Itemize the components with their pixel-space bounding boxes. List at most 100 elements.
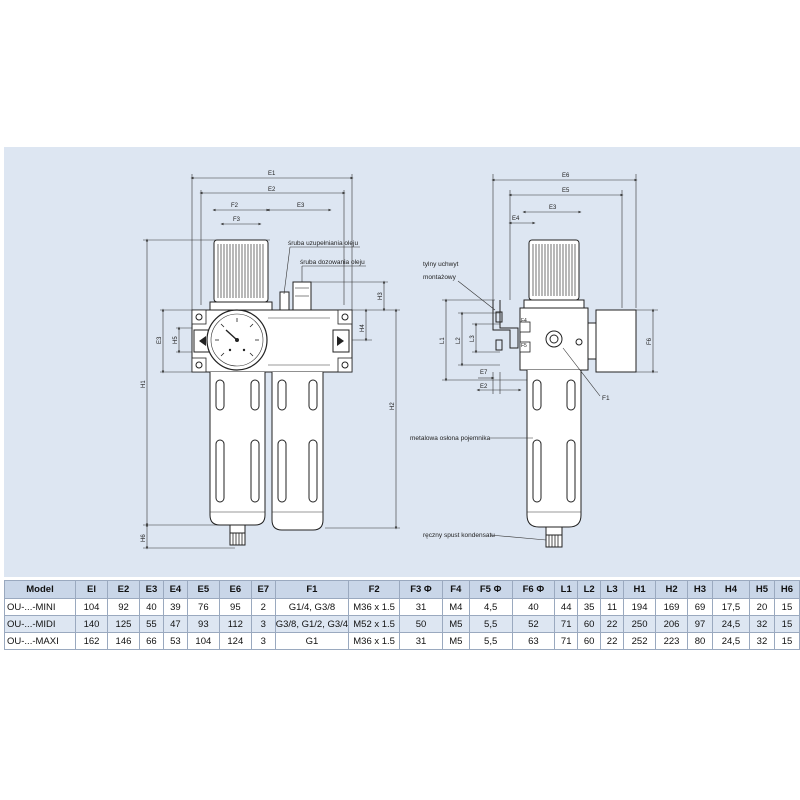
table-cell: 97 — [687, 615, 713, 633]
dim-h3-label: H3 — [378, 292, 384, 300]
table-cell: 55 — [138, 615, 164, 633]
table-cell: 52 — [511, 615, 556, 633]
table-header: F2 — [348, 580, 401, 599]
drawing-panel — [4, 147, 800, 577]
dim-f2-label: F2 — [231, 203, 239, 209]
side-gauge — [595, 309, 637, 373]
filler-screw-label: śruba uzupełniania oleju — [288, 240, 358, 247]
table-cell: G3/8, G1/2, G3/4 — [274, 615, 350, 633]
table-header: F5 Φ — [468, 580, 513, 599]
table-cell: 3 — [250, 632, 276, 650]
table-cell: 15 — [773, 615, 800, 633]
table-cell: 32 — [748, 615, 775, 633]
table-cell: 22 — [600, 615, 625, 633]
table-cell: 4,5 — [468, 598, 513, 616]
table-cell: 53 — [162, 632, 188, 650]
side-view: E6 E5 E3 E4 — [410, 173, 658, 548]
dim-h4-label: H4 — [360, 324, 366, 332]
table-cell: M5 — [441, 632, 470, 650]
table-header: E6 — [218, 580, 252, 599]
table-header: Model — [4, 580, 76, 599]
table-header: F1 — [274, 580, 350, 599]
rear-mount-bracket — [492, 300, 519, 349]
table-header: H6 — [773, 580, 800, 599]
table-header: E7 — [250, 580, 276, 599]
metal-cover-label: metalowa osłona pojemnika — [410, 435, 491, 442]
dim-f6-label: F6 — [647, 337, 653, 345]
table-cell: 71 — [554, 632, 579, 650]
table-cell: 31 — [399, 632, 443, 650]
table-cell: 60 — [577, 632, 602, 650]
table-header: H3 — [687, 580, 713, 599]
table-cell: 50 — [399, 615, 443, 633]
table-cell: 22 — [600, 632, 625, 650]
table-cell: 44 — [554, 598, 579, 616]
table-header: L1 — [554, 580, 579, 599]
table-cell: 5,5 — [468, 615, 513, 633]
dosing-screw-label: śruba dozowania oleju — [300, 259, 365, 266]
table-cell: 3 — [250, 615, 276, 633]
table-header: El — [75, 580, 108, 599]
table-header: E5 — [186, 580, 220, 599]
table-header: F3 Φ — [399, 580, 443, 599]
rear-mount-label-line1: tylny uchwyt — [423, 261, 459, 268]
table-cell: M36 x 1.5 — [348, 598, 401, 616]
table-cell: 169 — [655, 598, 689, 616]
dim-e1-label: E1 — [268, 171, 276, 177]
table-row: OU-...-MINI 104 92 40 39 76 95 2 G1/4, G… — [4, 598, 800, 616]
table-cell: 40 — [138, 598, 164, 616]
dim-f3-label: F3 — [233, 217, 241, 223]
table-header: E4 — [162, 580, 188, 599]
table-cell: 71 — [554, 615, 579, 633]
dim-e6-label: E6 — [562, 173, 570, 179]
table-cell: 31 — [399, 598, 443, 616]
table-cell: OU-...-MIDI — [4, 615, 76, 633]
dim-f4-label: F4 — [521, 318, 527, 324]
table-header: F4 — [441, 580, 470, 599]
table-cell: 20 — [748, 598, 775, 616]
table-cell: M4 — [441, 598, 470, 616]
dim-e3-label: E3 — [297, 203, 305, 209]
table-cell: OU-...-MINI — [4, 598, 76, 616]
table-cell: 17,5 — [711, 598, 750, 616]
table-cell: 69 — [687, 598, 713, 616]
side-bowl — [526, 370, 582, 528]
table-cell: 162 — [75, 632, 108, 650]
table-cell: 40 — [511, 598, 556, 616]
table-cell: 15 — [773, 598, 800, 616]
table-cell: M36 x 1.5 — [348, 632, 401, 650]
table-cell: 146 — [106, 632, 140, 650]
dim-e5-label: E5 — [562, 188, 570, 194]
table-row: OU-...-MAXI 162 146 66 53 104 124 3 G1 M… — [4, 632, 800, 650]
dim-l1-label: L1 — [440, 337, 446, 344]
table-cell: 194 — [623, 598, 657, 616]
dim-e2-label: E2 — [268, 187, 276, 193]
table-cell: 66 — [138, 632, 164, 650]
table-cell: 24,5 — [711, 615, 750, 633]
table-header: E3 — [138, 580, 164, 599]
table-header: H5 — [748, 580, 775, 599]
table-cell: 223 — [655, 632, 689, 650]
dim-f5-label: F5 — [521, 343, 527, 349]
table-cell: 104 — [75, 598, 108, 616]
table-header: H4 — [711, 580, 750, 599]
table-header: H1 — [623, 580, 657, 599]
table-cell: 47 — [162, 615, 188, 633]
table-cell: 5,5 — [468, 632, 513, 650]
table-cell: 112 — [218, 615, 252, 633]
table-cell: 124 — [218, 632, 252, 650]
table-header: L2 — [577, 580, 602, 599]
front-view: E1 E2 F2 E3 F3 H1 H6 E3 H5 — [141, 171, 400, 550]
table-cell: M5 — [441, 615, 470, 633]
table-row: OU-...-MIDI 140 125 55 47 93 112 3 G3/8,… — [4, 615, 800, 633]
table-cell: M52 x 1.5 — [348, 615, 401, 633]
dim-h2-label: H2 — [390, 402, 396, 410]
table-cell: OU-...-MAXI — [4, 632, 76, 650]
rear-mount-label-line2: montażowy — [423, 274, 457, 281]
dim-l2-label: L2 — [456, 337, 462, 344]
table-cell: 95 — [218, 598, 252, 616]
table-cell: 32 — [748, 632, 775, 650]
table-cell: 60 — [577, 615, 602, 633]
technical-drawing: E1 E2 F2 E3 F3 H1 H6 E3 H5 — [141, 171, 658, 550]
table-cell: 15 — [773, 632, 800, 650]
